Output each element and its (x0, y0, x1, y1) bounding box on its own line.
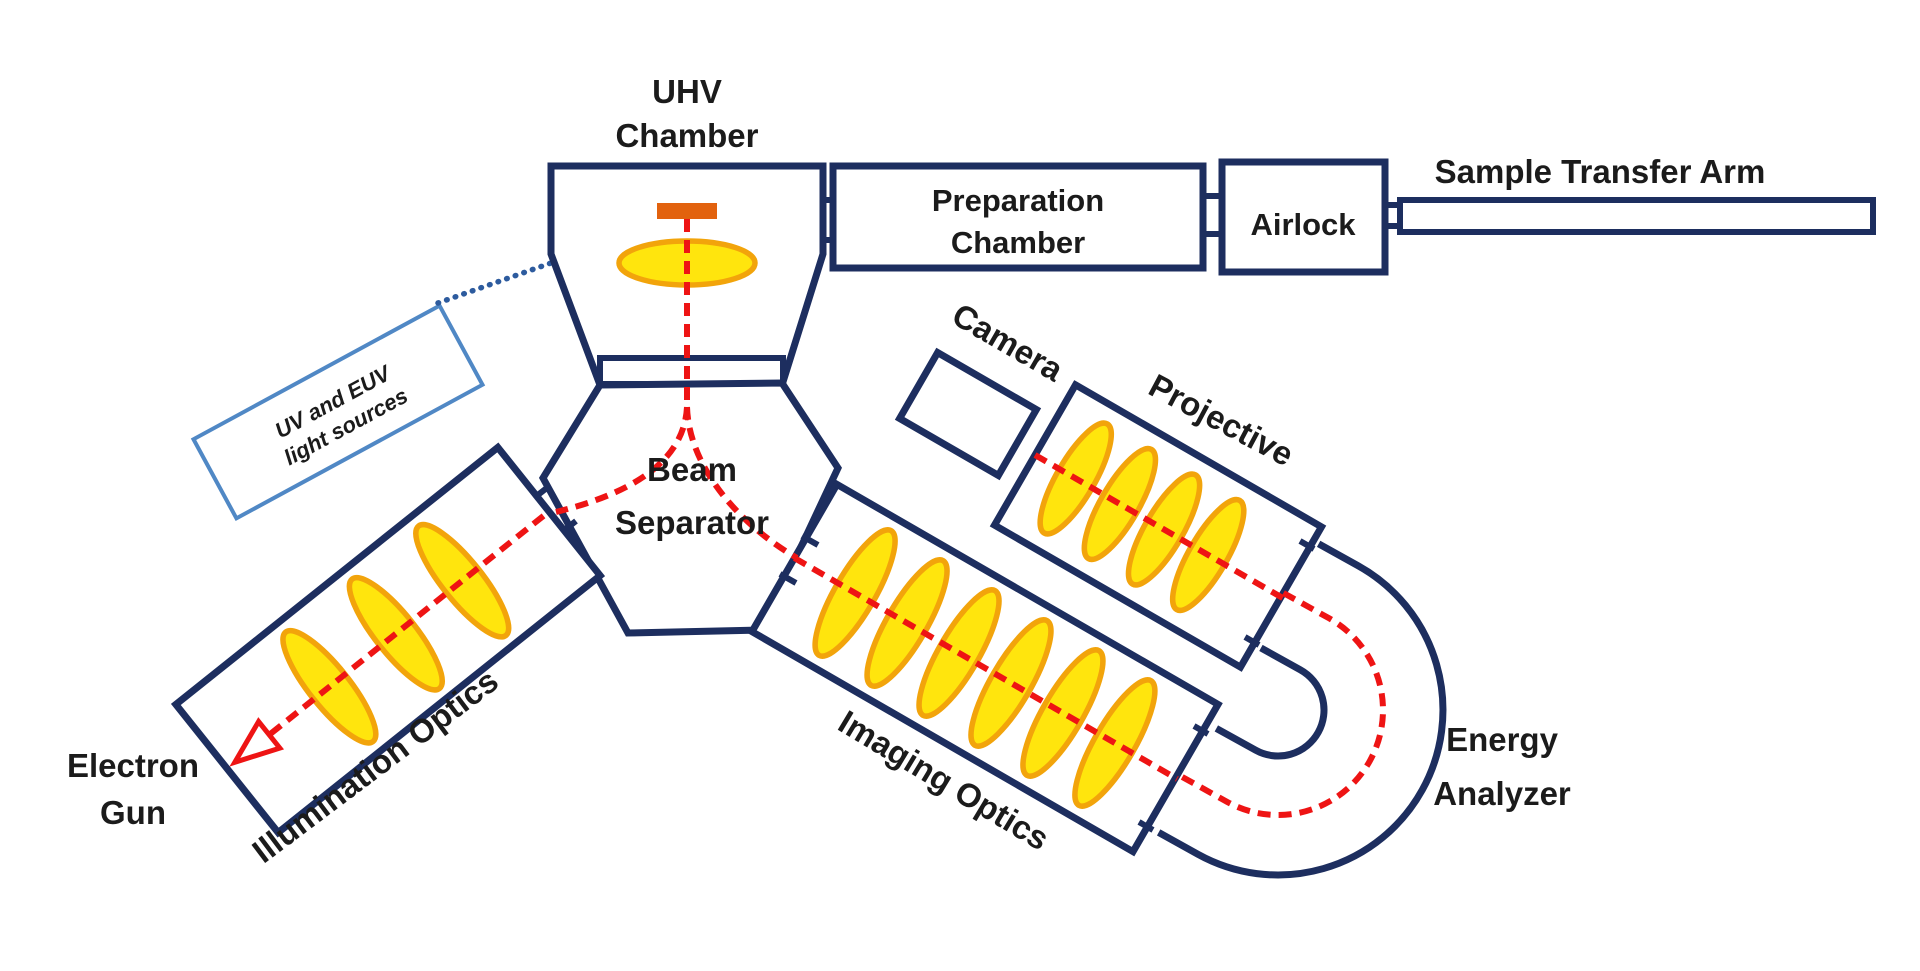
lens-icon (1020, 647, 1106, 779)
airlock-box (1218, 158, 1389, 276)
energy-analyzer-inner-wall (1214, 644, 1328, 760)
uhv-chamber-label-line2: Chamber (615, 117, 758, 154)
beam-separator-label-line1: Beam (647, 451, 737, 488)
projective-column (989, 380, 1327, 672)
projective-analyzer-connector (1243, 538, 1316, 648)
prep-chamber-label-line2: Chamber (951, 225, 1085, 260)
electron-beam-branch-imaging (684, 406, 799, 561)
imaging-optics-column (747, 479, 1223, 857)
airlock-label: Airlock (1250, 207, 1356, 242)
energy-analyzer-label-line1: Energy (1446, 721, 1559, 758)
uv-light-source-box: UV and EUV light sources (190, 302, 486, 522)
electron-beam-projective (1033, 452, 1285, 601)
camera-unit (894, 347, 1042, 481)
transfer-arm-tube (1397, 197, 1876, 235)
uhv-chamber-label-line1: UHV (652, 73, 722, 110)
electron-beam-branch-illumination (555, 406, 690, 515)
electron-beam-imaging (792, 555, 1179, 782)
lens-icon (968, 617, 1054, 749)
illumination-optics-column (170, 442, 606, 838)
separator-imaging-connector (778, 533, 820, 586)
electron-gun-label-line2: Gun (100, 794, 166, 831)
energy-analyzer-label-line2: Analyzer (1433, 775, 1571, 812)
electron-gun-label-line1: Electron (67, 747, 199, 784)
camera-box (894, 347, 1042, 481)
sample-holder (657, 203, 717, 219)
energy-analyzer-body (1156, 540, 1447, 879)
transfer-arm-label: Sample Transfer Arm (1435, 153, 1766, 190)
prep-chamber-label-line1: Preparation (932, 183, 1104, 218)
separator-illumination-connector (532, 484, 578, 535)
electron-gun-tip-icon (229, 717, 285, 767)
electron-beam-analyzer (1180, 590, 1386, 818)
beam-separator-label-line2: Separator (615, 504, 769, 541)
prep-chamber-box (829, 162, 1207, 272)
imaging-analyzer-connector (1137, 723, 1210, 833)
energy-analyzer-outer-wall (1156, 540, 1447, 879)
uv-light-source-outline (190, 302, 486, 522)
electron-beam-illumination (268, 509, 551, 736)
